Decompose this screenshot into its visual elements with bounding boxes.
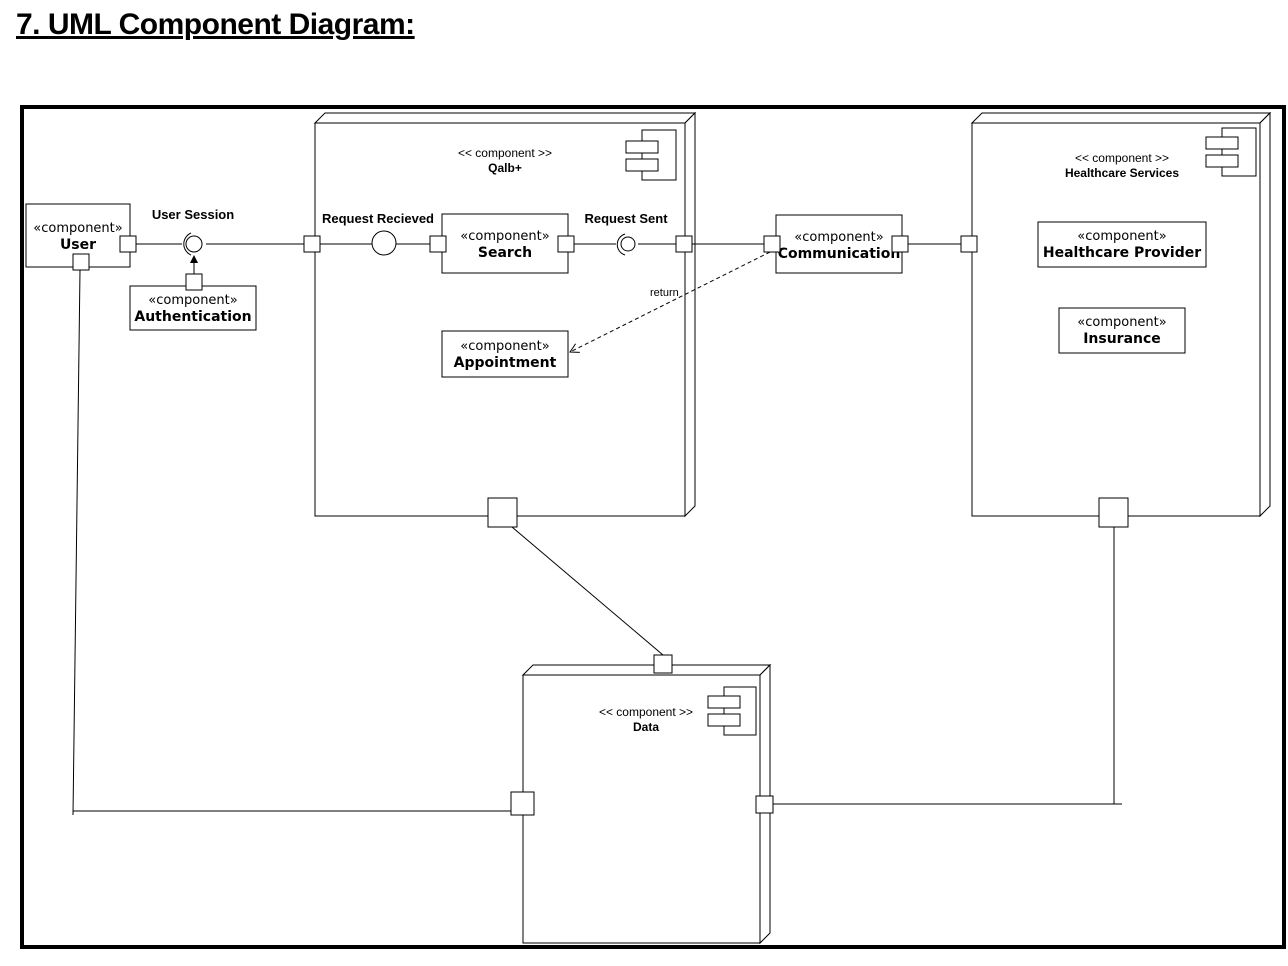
port (1098, 497, 1129, 528)
page-title: 7. UML Component Diagram: (16, 8, 415, 41)
appointment-stereotype: «component» (460, 339, 549, 354)
port (487, 497, 518, 528)
port (960, 235, 978, 253)
port (557, 235, 575, 253)
authentication-component: «component» Authentication (129, 285, 257, 331)
insurance-component: «component» Insurance (1058, 307, 1186, 354)
return-label: return (650, 287, 679, 299)
user-name: User (60, 237, 96, 253)
request-received-label: Request Recieved (322, 211, 434, 226)
port (510, 791, 535, 816)
qalb-component: << component >> Qalb+ (313, 111, 697, 518)
port (185, 273, 203, 291)
connectors (72, 243, 1122, 816)
diagram-frame (20, 105, 1286, 949)
data-component: << component >> Data (521, 663, 772, 945)
appointment-component: «component» Appointment (441, 330, 569, 378)
healthcare-stereotype: << component >> (1075, 151, 1169, 165)
healthcare-provider-component: «component» Healthcare Provider (1037, 221, 1207, 268)
port (763, 235, 781, 253)
healthcare-provider-name: Healthcare Provider (1043, 245, 1201, 261)
ports (72, 235, 1129, 816)
port (303, 235, 321, 253)
component-icon (1205, 127, 1257, 177)
authentication-name: Authentication (134, 309, 251, 325)
request-received-interface (371, 230, 397, 256)
port (891, 235, 909, 253)
search-stereotype: «component» (460, 229, 549, 244)
port (755, 795, 774, 814)
component-icon (707, 686, 757, 736)
port (72, 253, 90, 271)
communication-component: «component» Communication (775, 214, 903, 274)
user-session-label: User Session (152, 207, 234, 222)
authentication-stereotype: «component» (148, 293, 237, 308)
port (119, 235, 137, 253)
data-name-label: Data (633, 720, 659, 734)
user-stereotype: «component» (33, 221, 122, 236)
request-sent-label: Request Sent (584, 211, 668, 226)
component-icon (625, 129, 677, 181)
insurance-name: Insurance (1083, 331, 1161, 347)
port (653, 654, 673, 674)
search-component: «component» Search (441, 213, 569, 274)
qalb-name: Qalb+ (488, 161, 522, 175)
appointment-name: Appointment (454, 355, 557, 371)
port (429, 235, 447, 253)
search-name: Search (478, 245, 532, 261)
port (675, 235, 693, 253)
communication-name: Communication (778, 246, 901, 262)
user-session-interface (183, 232, 203, 256)
data-stereotype: << component >> (599, 705, 693, 719)
return-dependency (570, 251, 771, 352)
qalb-stereotype: << component >> (458, 146, 552, 160)
healthcare-name: Healthcare Services (1065, 166, 1179, 180)
request-sent-interface (616, 233, 636, 256)
insurance-stereotype: «component» (1077, 315, 1166, 330)
healthcare-provider-stereotype: «component» (1077, 229, 1166, 244)
communication-stereotype: «component» (794, 230, 883, 245)
